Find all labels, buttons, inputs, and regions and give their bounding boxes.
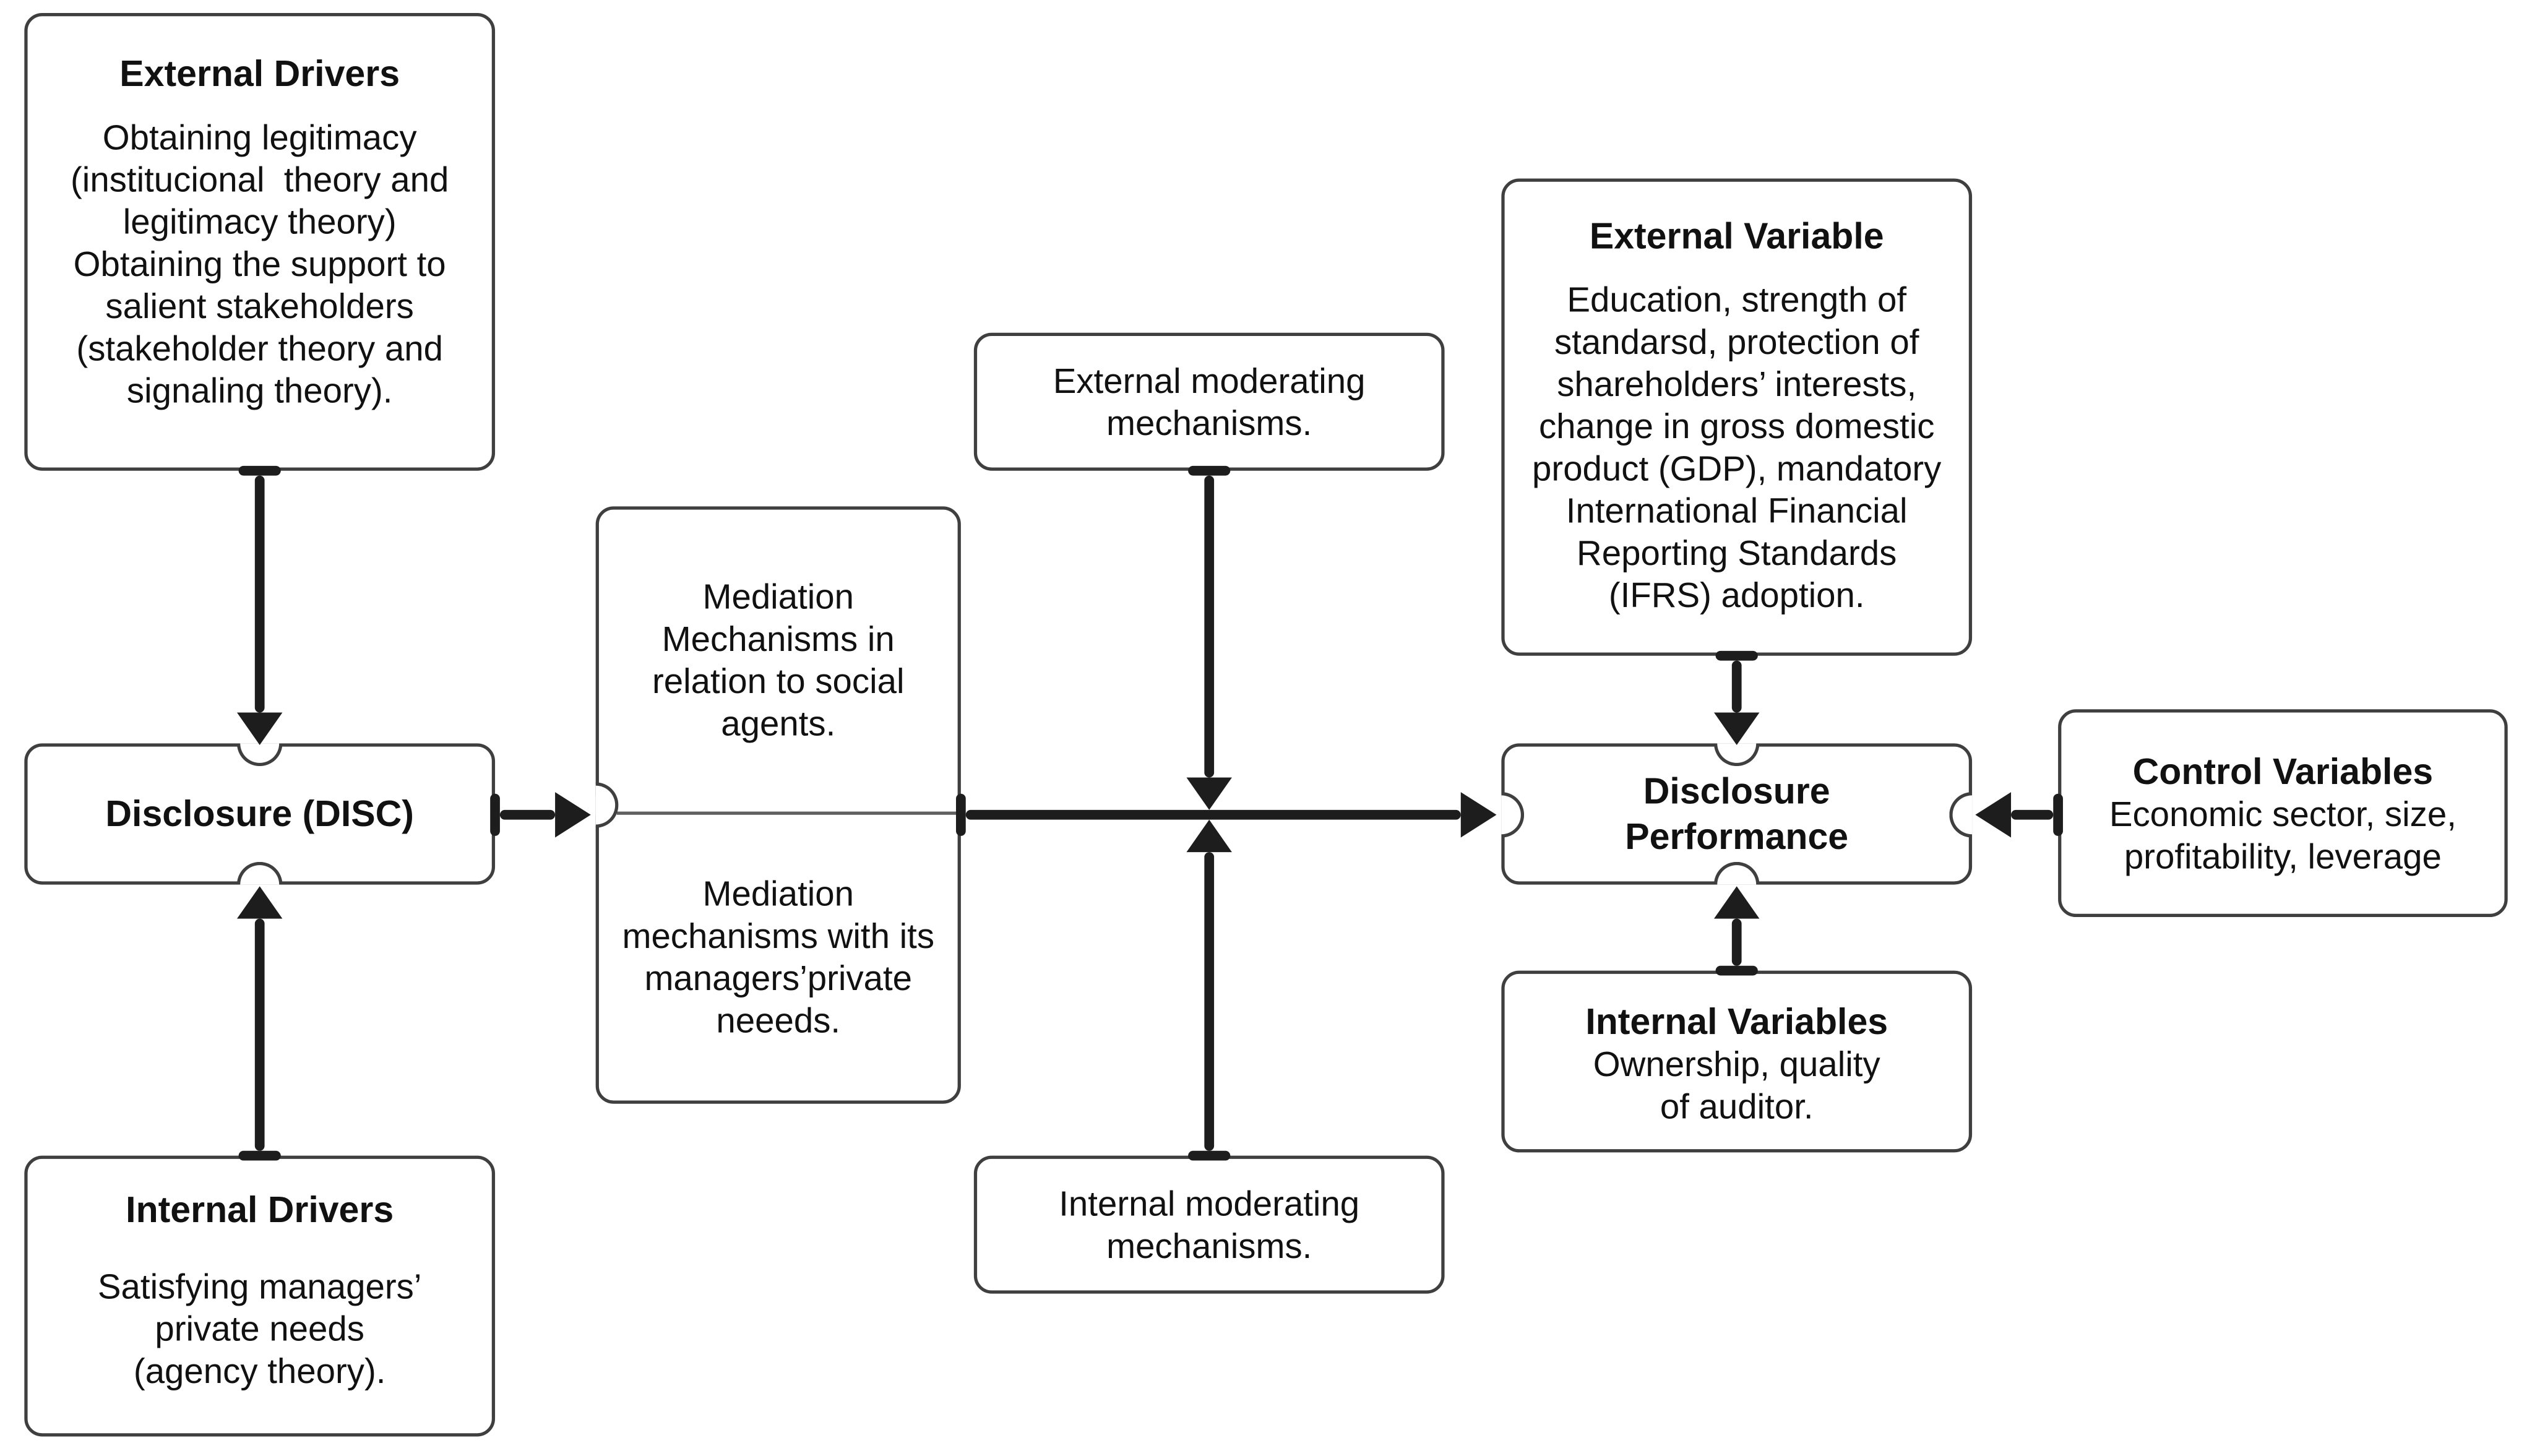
arrowhead-down-icon: [1713, 712, 1760, 746]
notch-left: [1501, 791, 1525, 837]
connector-cap: [2053, 793, 2063, 836]
external-variable-body: Education, strength of standarsd, protec…: [1532, 280, 1942, 616]
notch-bottom: [1713, 861, 1760, 885]
mediation-bottom-text: Mediation mechanisms with its managers’p…: [622, 874, 935, 1041]
arrowhead-down-icon: [1186, 777, 1232, 810]
external-moderating-text: External moderating mechanisms.: [1053, 361, 1366, 442]
connector-cap: [1715, 650, 1758, 661]
notch-top: [1713, 743, 1760, 767]
connector-shaft: [254, 918, 265, 1151]
connector-cap: [1188, 1150, 1231, 1161]
notch-top: [236, 743, 283, 767]
internal-moderating-text: Internal moderating mechanisms.: [1059, 1184, 1360, 1265]
disclosure-title: Disclosure (DISC): [105, 793, 414, 835]
notch-right: [1949, 791, 1973, 837]
box-internal-variables: Internal Variables Ownership, quality of…: [1501, 970, 1973, 1153]
control-variables-body: Economic sector, size, profitability, le…: [2109, 795, 2457, 876]
arrowhead-up-icon: [1713, 886, 1760, 919]
connector-shaft: [2011, 809, 2054, 820]
box-mediation-mechanisms: Mediation Mechanisms in relation to soci…: [595, 506, 961, 1104]
arrowhead-up-icon: [236, 886, 283, 919]
box-external-moderating: External moderating mechanisms.: [973, 332, 1445, 471]
box-external-variable: External Variable Education, strength of…: [1501, 178, 1973, 656]
mediation-divider-line: [616, 811, 958, 814]
connector-shaft: [965, 809, 1461, 820]
box-internal-drivers: Internal Drivers Satisfying managers’ pr…: [24, 1155, 496, 1437]
disclosure-performance-title: Disclosure Performance: [1625, 770, 1849, 856]
connector-shaft: [1204, 475, 1215, 778]
box-disclosure-performance: Disclosure Performance: [1501, 743, 1973, 885]
arrowhead-up-icon: [1186, 819, 1232, 853]
external-drivers-title: External Drivers: [119, 53, 400, 95]
connector-cap: [238, 1150, 281, 1161]
box-external-drivers: External Drivers Obtaining legitimacy (i…: [24, 12, 496, 471]
external-variable-title: External Variable: [1589, 215, 1884, 257]
arrowhead-right-icon: [1460, 792, 1497, 838]
arrowhead-down-icon: [236, 712, 283, 746]
mediation-top-text: Mediation Mechanisms in relation to soci…: [652, 577, 905, 744]
internal-drivers-body: Satisfying managers’ private needs (agen…: [97, 1267, 422, 1391]
internal-drivers-title: Internal Drivers: [126, 1189, 394, 1231]
connector-shaft: [1731, 660, 1742, 713]
connector-shaft: [1731, 918, 1742, 966]
connector-shaft: [499, 809, 556, 820]
box-disclosure-disc: Disclosure (DISC): [24, 743, 496, 885]
notch-bottom: [236, 861, 283, 885]
arrowhead-left-icon: [1975, 792, 2012, 838]
box-internal-moderating: Internal moderating mechanisms.: [973, 1155, 1445, 1294]
control-variables-title: Control Variables: [2132, 751, 2434, 791]
connector-shaft: [1204, 852, 1215, 1151]
connector-cap: [1715, 965, 1758, 976]
connector-shaft: [254, 475, 265, 713]
connector-cap: [956, 793, 966, 836]
connector-cap: [1188, 465, 1231, 476]
mediation-upper-half: Mediation Mechanisms in relation to soci…: [605, 510, 951, 812]
box-control-variables: Control Variables Economic sector, size,…: [2058, 709, 2508, 918]
connector-cap: [490, 793, 500, 836]
mediation-lower-half: Mediation mechanisms with its managers’p…: [605, 815, 951, 1101]
internal-variables-body: Ownership, quality of auditor.: [1593, 1045, 1880, 1127]
external-drivers-body: Obtaining legitimacy (institucional theo…: [71, 118, 449, 411]
arrowhead-right-icon: [555, 792, 591, 838]
internal-variables-title: Internal Variables: [1585, 1001, 1888, 1043]
connector-cap: [238, 465, 281, 476]
